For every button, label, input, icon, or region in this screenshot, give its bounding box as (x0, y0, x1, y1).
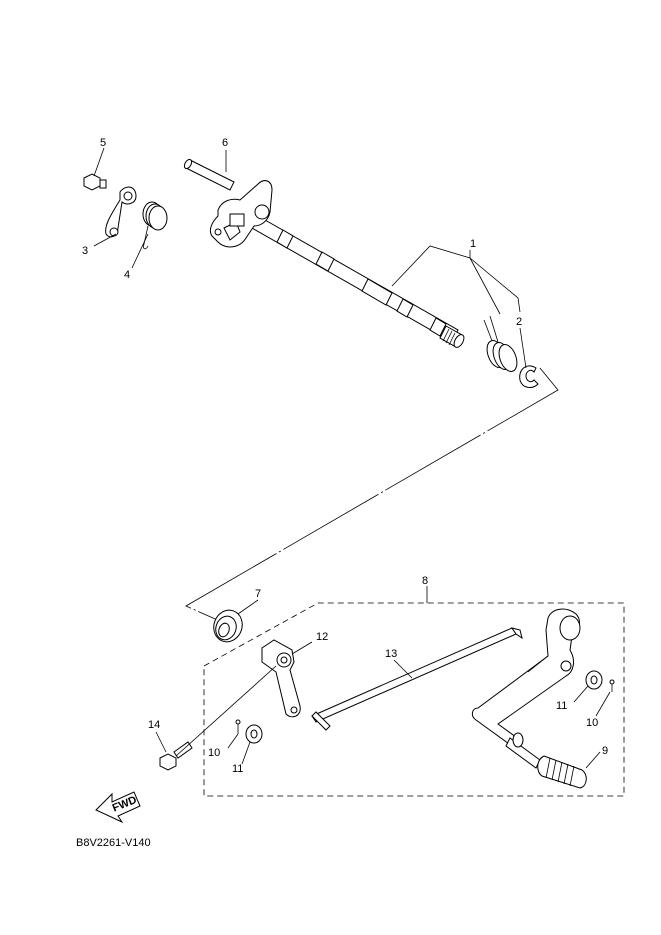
callout-2: 2 (516, 316, 522, 328)
callout-1: 1 (470, 238, 476, 250)
diagram-part-code: B8V2261-V140 (76, 837, 151, 849)
circlip (519, 365, 539, 388)
callout-12: 12 (316, 631, 328, 643)
callout-3: 3 (82, 245, 88, 257)
return-spring (483, 315, 518, 372)
oil-seal (213, 609, 243, 643)
shift-pedal (471, 608, 581, 769)
shift-rod (311, 627, 523, 731)
washer-left (245, 724, 263, 744)
dowel-pin (183, 158, 235, 191)
stopper-lever (105, 186, 137, 238)
cotter-pin-left (235, 719, 241, 734)
callout-11-left: 11 (232, 763, 243, 775)
shift-arm (261, 639, 301, 718)
pedal-assembly-boundary (203, 602, 625, 797)
fwd-arrow-icon: FWD (95, 791, 141, 824)
bolt-small (83, 173, 107, 191)
callout-10-right: 10 (586, 717, 598, 729)
callout-14: 14 (148, 719, 160, 731)
callout-4: 4 (124, 269, 130, 281)
washer-right (585, 670, 603, 690)
callout-5: 5 (100, 137, 106, 149)
assembly-link-line (185, 367, 559, 623)
callout-6: 6 (222, 137, 228, 149)
rubber-peg (537, 755, 587, 789)
torsion-spring (142, 201, 168, 250)
callout-8: 8 (422, 575, 428, 587)
cotter-pin-right (609, 679, 615, 692)
callout-9: 9 (602, 745, 608, 757)
shift-shaft (251, 215, 465, 348)
callout-11-right: 11 (556, 700, 567, 712)
callout-7: 7 (255, 588, 261, 600)
shift-arm-plate (209, 180, 273, 248)
callout-13: 13 (385, 648, 397, 660)
callout-10-left: 10 (208, 747, 220, 759)
upper-leader-lines (93, 147, 527, 369)
